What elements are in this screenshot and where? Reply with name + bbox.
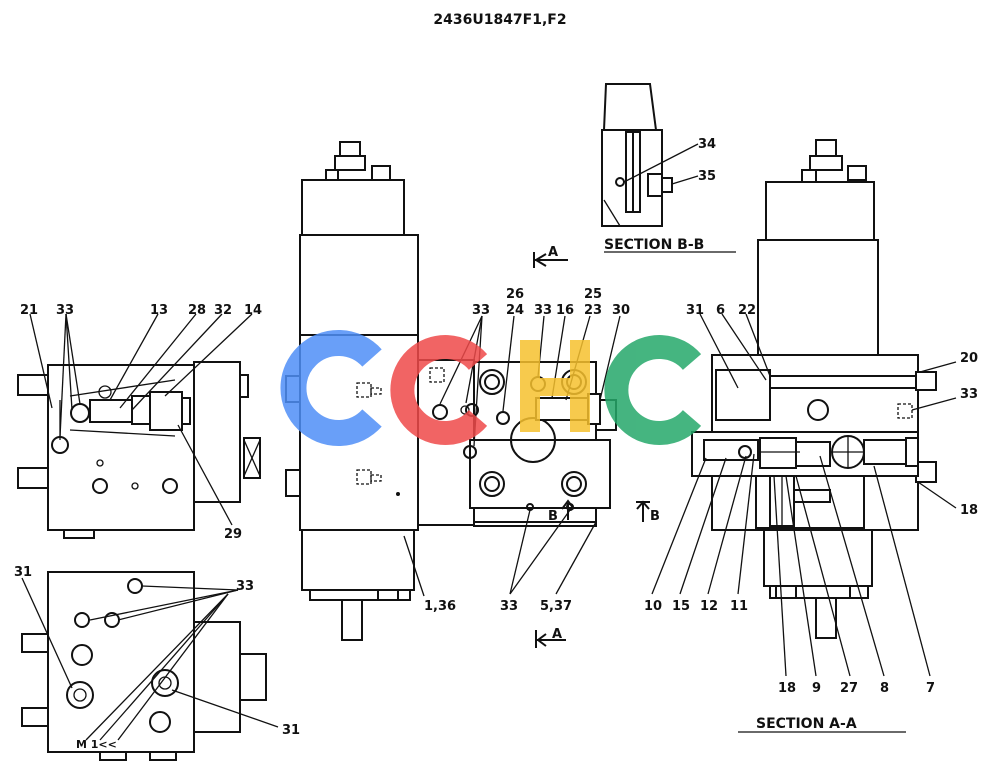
- marker-b-right: B: [650, 509, 660, 524]
- callout-labels: 21 33 13 28 32 14 29 31 33 31 33 26 24 3…: [14, 137, 978, 738]
- callout-18: 18: [778, 681, 796, 696]
- drawing-number: 2436U1847F1,F2: [433, 12, 566, 28]
- callout-12: 12: [700, 599, 718, 614]
- callout-31: 31: [686, 303, 704, 318]
- watermark-logo: [280, 330, 702, 446]
- callout-27: 27: [840, 681, 858, 696]
- section-b-b-title: SECTION B-B: [604, 237, 704, 253]
- callout-20: 20: [960, 351, 978, 366]
- callout-31: 31: [14, 565, 32, 580]
- callout-16: 16: [556, 303, 574, 318]
- callout-31: 31: [282, 723, 300, 738]
- callout-33: 33: [472, 303, 490, 318]
- callout-25: 25: [584, 287, 602, 302]
- callout-6: 6: [716, 303, 725, 318]
- left-side-view: [17, 361, 261, 539]
- section-b-b-view: SECTION B-B: [601, 83, 736, 253]
- callout-33: 33: [56, 303, 74, 318]
- callout-13: 13: [150, 303, 168, 318]
- callout-22: 22: [738, 303, 756, 318]
- left-view-leaders: [29, 313, 253, 526]
- section-a-a-view: [691, 139, 937, 639]
- marker-b-left: B: [548, 509, 558, 524]
- callout-28: 28: [188, 303, 206, 318]
- callout-24: 24: [506, 303, 524, 318]
- callout-8: 8: [880, 681, 889, 696]
- callout-21: 21: [20, 303, 38, 318]
- marker-a-top: A: [548, 245, 558, 260]
- callout-33: 33: [236, 579, 254, 594]
- callout-33: 33: [534, 303, 552, 318]
- watermark-c3: [604, 335, 702, 445]
- callout-34: 34: [698, 137, 716, 152]
- left-bottom-leaders: [21, 577, 279, 741]
- callout-33: 33: [960, 387, 978, 402]
- callout-32: 32: [214, 303, 232, 318]
- small-marking: M 1<<: [76, 738, 117, 751]
- watermark-c2: [390, 335, 488, 445]
- callout-23: 23: [584, 303, 602, 318]
- callout-35: 35: [698, 169, 716, 184]
- section-a-a-title: SECTION A-A: [756, 716, 857, 732]
- callout-30: 30: [612, 303, 630, 318]
- callout-14: 14: [244, 303, 262, 318]
- left-bottom-view: M 1<<: [21, 571, 267, 761]
- marker-a-bottom: A: [552, 627, 562, 642]
- callout-18: 18: [960, 503, 978, 518]
- callout-10: 10: [644, 599, 662, 614]
- section-a-a-leaders: SECTION A-A: [651, 313, 957, 733]
- callout-9: 9: [812, 681, 821, 696]
- callout-26: 26: [506, 287, 524, 302]
- callout-29: 29: [224, 527, 242, 542]
- section-markers: A A B B: [533, 245, 660, 648]
- callout-33: 33: [500, 599, 518, 614]
- callout-1-36: 1,36: [424, 599, 456, 614]
- watermark-c1: [280, 330, 382, 446]
- watermark-h: [520, 340, 590, 432]
- callout-7: 7: [926, 681, 935, 696]
- callout-5-37: 5,37: [540, 599, 572, 614]
- callout-11: 11: [730, 599, 748, 614]
- callout-15: 15: [672, 599, 690, 614]
